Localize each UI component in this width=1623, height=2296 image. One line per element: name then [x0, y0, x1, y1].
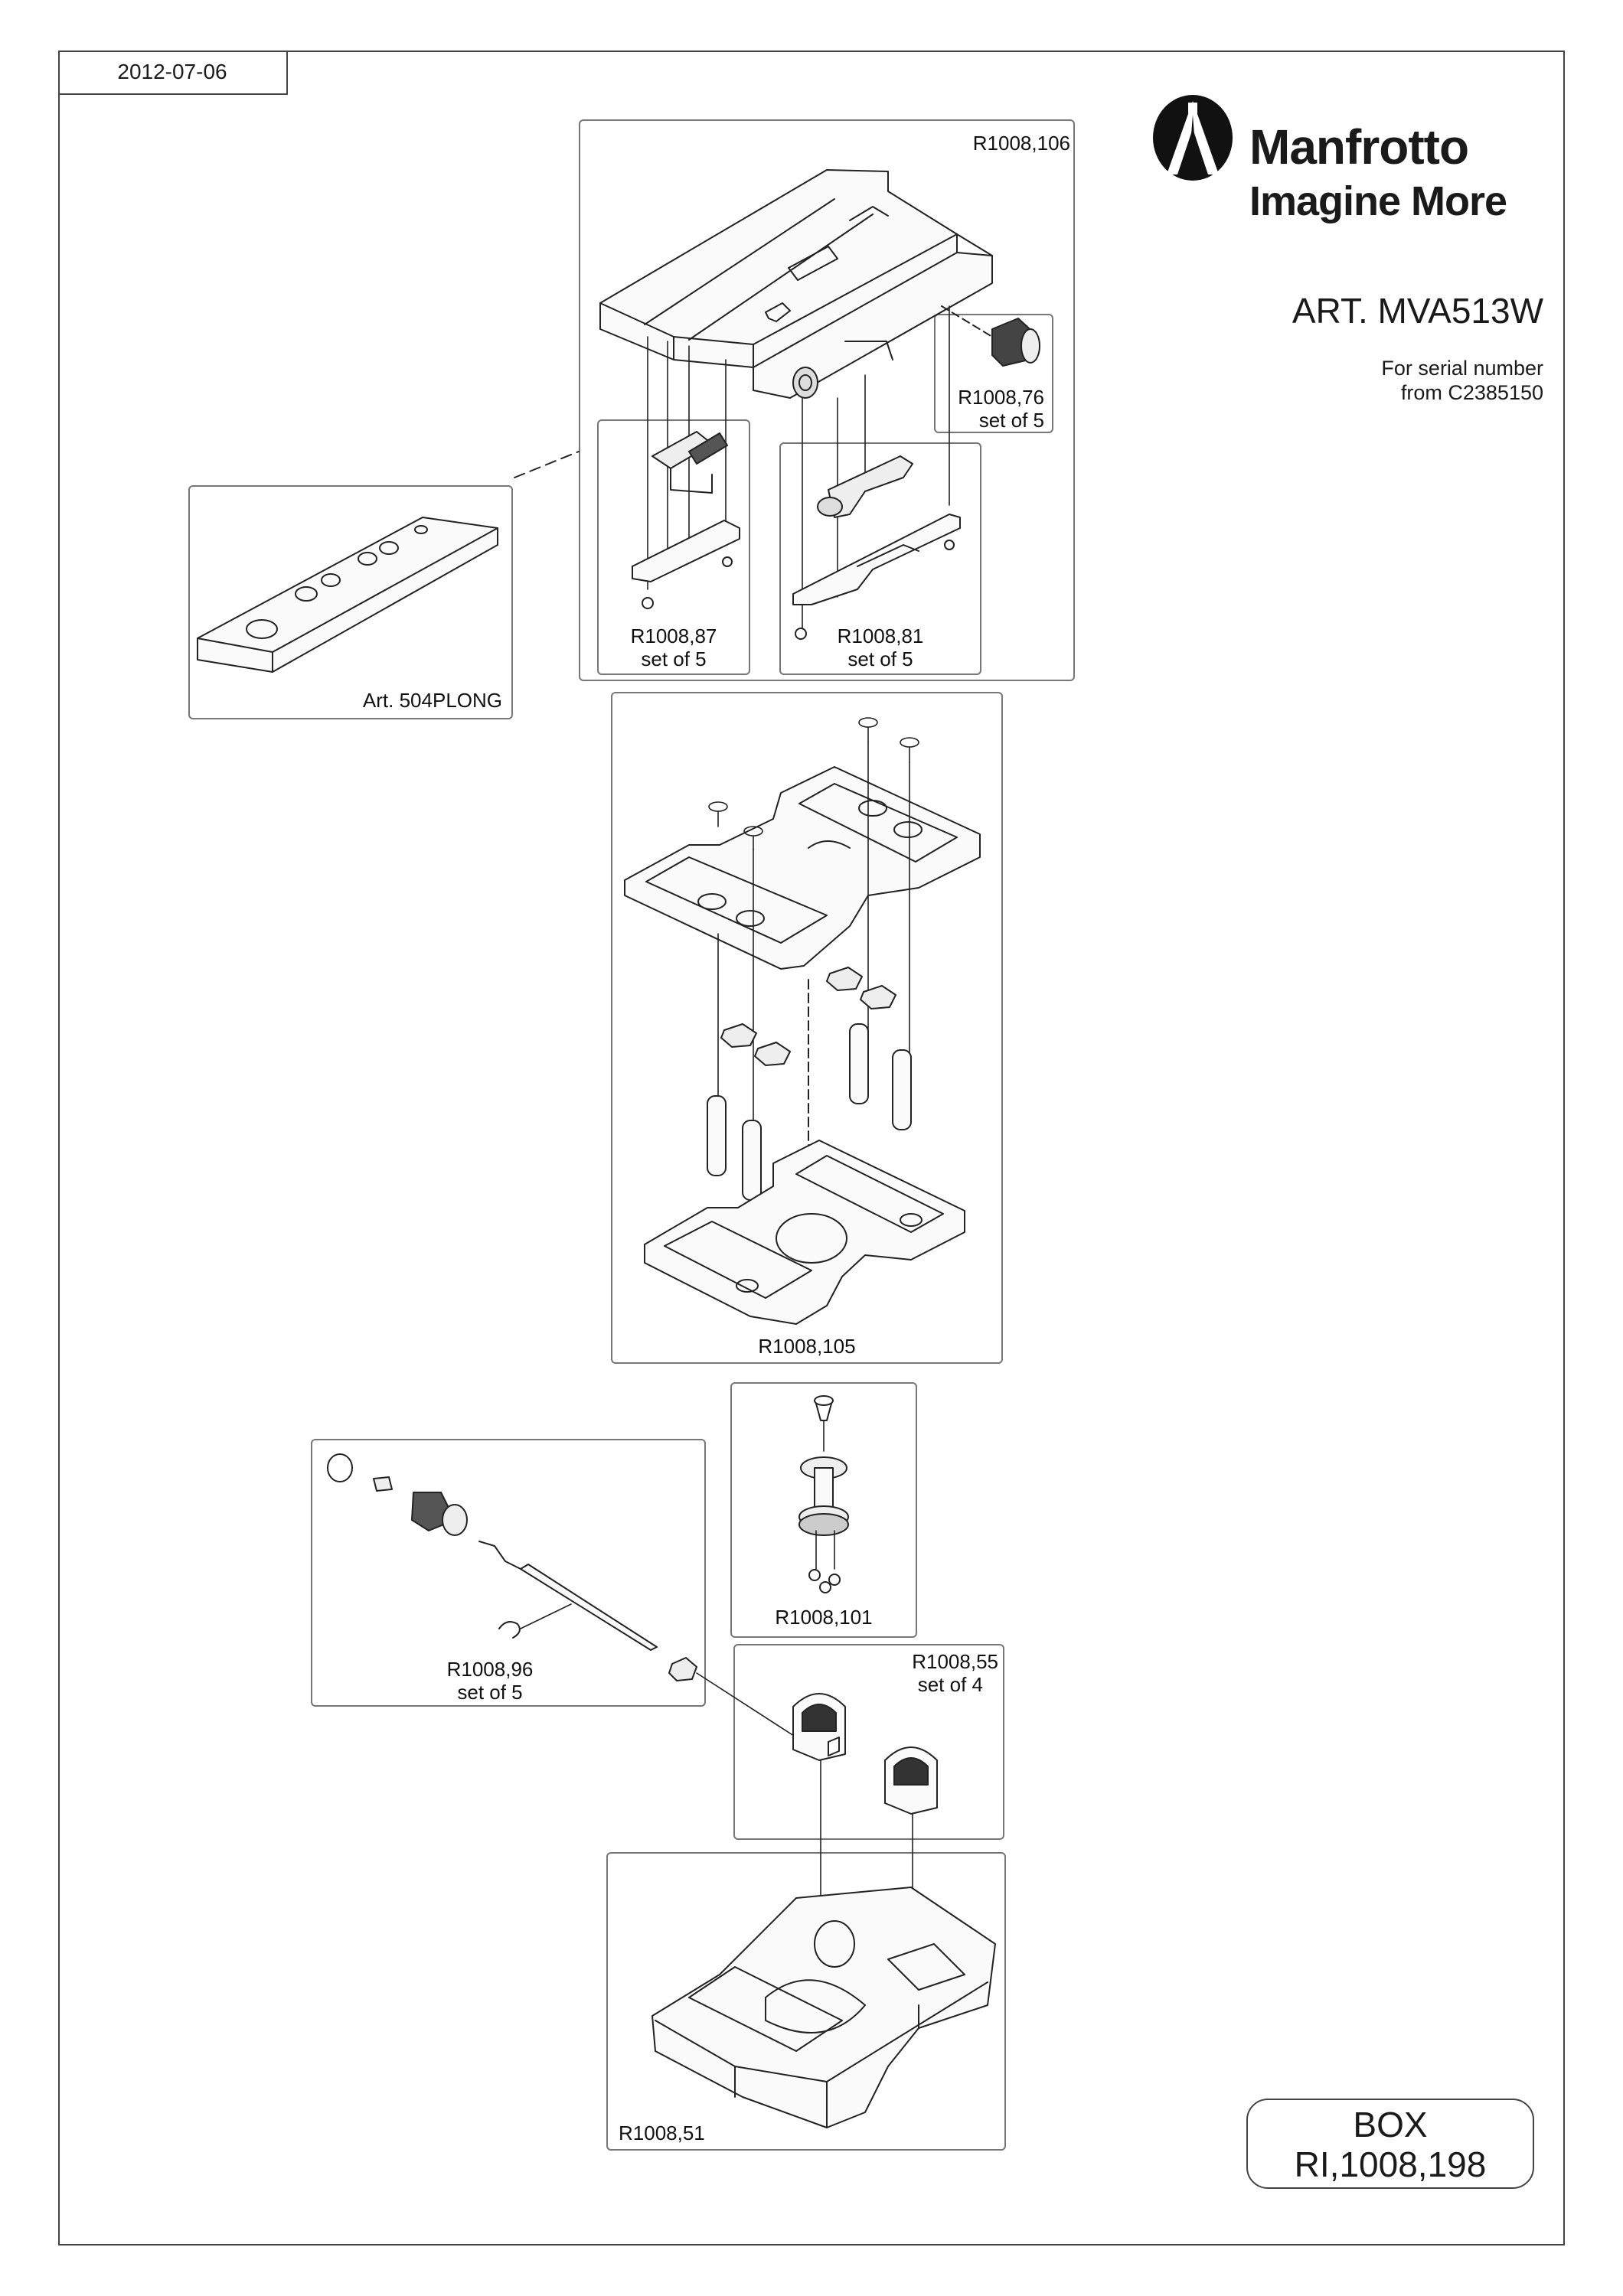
box-line-2: RI,1008,198 — [1294, 2144, 1487, 2184]
label-top-plate: R1008,106 — [972, 132, 1070, 155]
label-lever-right-code: R1008,81 — [837, 625, 924, 647]
base-plate-lower-drawing — [645, 1140, 965, 1324]
label-housing: R1008,51 — [619, 2122, 705, 2144]
label-lever-right-qty: set of 5 — [847, 647, 913, 670]
base-plate-upper-drawing — [625, 767, 980, 969]
article-number: ART. MVA513W — [1292, 291, 1543, 331]
clamps-drawing — [793, 1694, 937, 2020]
brand-tagline: Imagine More — [1249, 178, 1507, 224]
brand-name: Manfrotto — [1249, 119, 1469, 174]
lever-left-drawing — [632, 432, 740, 608]
top-plate-drawing — [600, 170, 1040, 398]
manfrotto-logo-icon — [1150, 92, 1236, 184]
label-rod-qty: set of 5 — [457, 1681, 523, 1704]
panel-clamps — [733, 1644, 1004, 1840]
label-base-plate: R1008,105 — [758, 1335, 856, 1358]
base-plate-pins-drawing — [707, 980, 911, 1200]
date-stamp: 2012-07-06 — [58, 51, 288, 95]
label-rod-code: R1008,96 — [446, 1658, 534, 1681]
box-reference-badge: BOX RI,1008,198 — [1246, 2099, 1534, 2189]
base-plate-nuts-drawing — [721, 967, 896, 1065]
rod-drawing — [328, 1454, 796, 1737]
label-lever-left-code: R1008,87 — [630, 625, 717, 647]
label-knob-qty: set of 5 — [978, 409, 1044, 432]
serial-line-2: from C2385150 — [1400, 381, 1543, 404]
label-quick-plate: Art. 504PLONG — [362, 689, 502, 712]
box-line-1: BOX — [1353, 2105, 1428, 2144]
label-clamps-code: R1008,55 — [912, 1650, 998, 1673]
base-plate-screws-drawing — [709, 718, 919, 1148]
label-knob-code: R1008,76 — [958, 386, 1044, 409]
quick-plate-drawing — [198, 452, 579, 672]
drawing-frame — [58, 51, 1565, 2245]
label-lever-left-qty: set of 5 — [641, 647, 707, 670]
screw-pin-drawing — [799, 1396, 848, 1593]
lever-right-drawing — [793, 456, 960, 639]
serial-line-1: For serial number — [1381, 357, 1543, 380]
housing-drawing — [652, 1887, 995, 2128]
label-clamps-qty: set of 4 — [917, 1673, 983, 1696]
label-screw-pin: R1008,101 — [775, 1606, 873, 1629]
